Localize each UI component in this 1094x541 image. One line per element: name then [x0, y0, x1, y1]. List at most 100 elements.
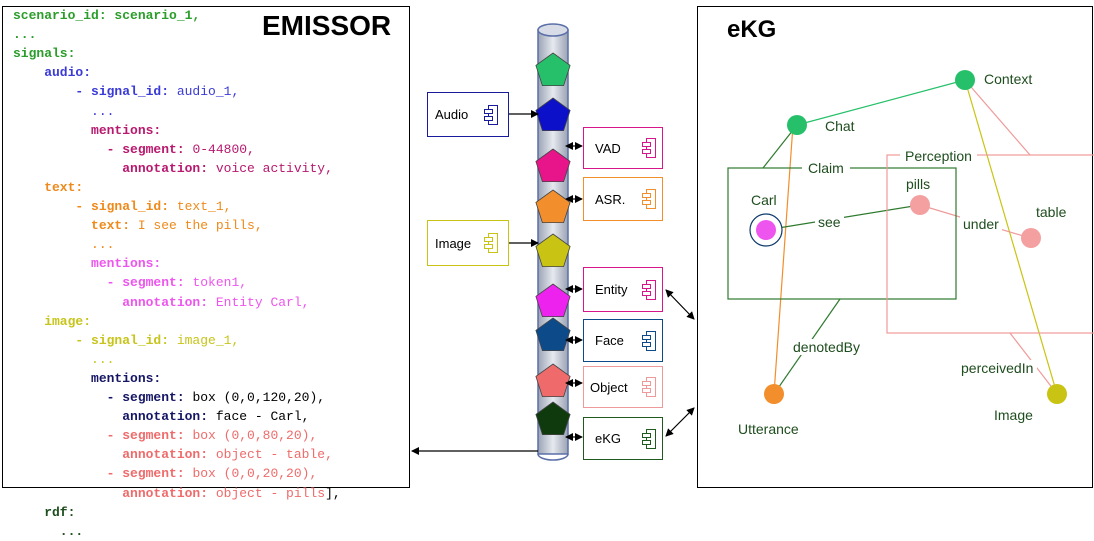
asr-label: ASR. — [595, 191, 626, 207]
code-line: annotation: Entity Carl, — [13, 293, 309, 312]
code-token: ... — [13, 237, 115, 253]
code-token: annotation: — [13, 160, 209, 176]
edge-context-image — [964, 79, 1058, 395]
code-token: box (0,0,120,20), — [184, 390, 326, 405]
code-line: text: I see the pills, — [13, 216, 263, 235]
code-line: - segment: box (0,0,120,20), — [13, 388, 325, 407]
code-token: ... — [13, 351, 115, 367]
component-icon — [642, 138, 656, 158]
code-line: annotation: object - table, — [13, 445, 333, 464]
code-token: - signal_id: — [13, 332, 170, 348]
code-token: image: — [13, 313, 92, 329]
component-icon — [642, 279, 656, 300]
code-line: signals: — [13, 44, 75, 63]
node-label-pills: pills — [906, 176, 931, 192]
component-icon — [642, 377, 656, 397]
node-image — [1047, 384, 1067, 404]
face-component: Face — [583, 319, 663, 362]
code-line: - segment: box (0,0,80,20), — [13, 426, 318, 445]
edge-label-denotedby: denotedBy — [787, 339, 866, 355]
edge-chat-context — [796, 79, 966, 126]
code-line: image: — [13, 312, 91, 331]
pipeline-pentagon — [535, 148, 571, 183]
asr-component: ASR. — [583, 177, 663, 221]
code-line: ... — [13, 102, 114, 121]
audio-input-box: Audio — [427, 92, 509, 137]
code-token: mentions: — [13, 122, 162, 138]
code-token: box (0,0,80,20), — [184, 428, 318, 444]
audio-input-label: Audio — [435, 107, 469, 122]
code-line: ... — [13, 25, 36, 44]
code-token: 0-44800, — [184, 141, 255, 157]
code-line: annotation: face - Carl, — [13, 407, 309, 426]
node-label-table: table — [1036, 204, 1067, 220]
code-token: - segment: — [13, 466, 185, 482]
perception-box — [886, 154, 1094, 334]
emissor-panel — [2, 6, 410, 488]
code-line: rdf: — [13, 503, 75, 522]
code-token: image_1, — [169, 332, 240, 348]
face-label: Face — [595, 333, 624, 348]
edge-label-under: under — [960, 216, 1002, 232]
emissor-title: EMISSOR — [262, 10, 392, 41]
code-token: text: — [13, 218, 131, 234]
code-token: - segment: — [13, 275, 185, 291]
node-label-image: Image — [994, 407, 1033, 423]
edge-carl-utterance — [773, 124, 794, 395]
code-token: ... — [13, 27, 37, 43]
code-line: - signal_id: text_1, — [13, 197, 231, 216]
vad-label: VAD — [595, 140, 621, 156]
node-label-carl: Carl — [751, 192, 777, 208]
code-token: rdf: — [13, 504, 76, 520]
object-label: Object — [590, 379, 628, 395]
ekg-component-label: eKG — [595, 431, 622, 446]
code-line: - segment: box (0,0,20,20), — [13, 464, 318, 483]
node-carl — [756, 220, 776, 240]
code-token: - signal_id: — [13, 84, 170, 100]
ekg-component: eKG — [583, 417, 663, 460]
code-token: face - Carl, — [208, 409, 310, 425]
code-token: - segment: — [13, 141, 185, 157]
code-token: I see the pills, — [130, 218, 263, 234]
pipeline-pentagon — [535, 401, 571, 436]
code-line: annotation: voice activity, — [13, 159, 333, 178]
component-icon — [484, 104, 498, 125]
node-utterance — [764, 384, 784, 404]
code-token: text: — [13, 179, 84, 195]
code-token: audio_1, — [169, 84, 240, 100]
component-icon — [484, 233, 498, 253]
code-token: annotation: — [13, 409, 209, 425]
image-input-box: Image — [427, 220, 509, 266]
pipeline-pentagons — [535, 52, 571, 436]
pipeline-pentagon — [535, 97, 571, 132]
code-line: - signal_id: audio_1, — [13, 82, 239, 101]
code-line: - segment: 0-44800, — [13, 140, 255, 159]
code-token: ... — [13, 523, 84, 539]
code-token: object - table, — [208, 447, 333, 463]
code-token: Entity Carl, — [208, 294, 310, 310]
entity-label: Entity — [595, 282, 628, 297]
node-label-context: Context — [984, 71, 1033, 87]
code-token: - signal_id: — [13, 199, 170, 214]
edge-context-perception — [964, 79, 1031, 156]
edge-label-perceivedin: perceivedIn — [957, 360, 1038, 376]
component-icon — [642, 189, 656, 209]
entity-component: Entity — [583, 267, 663, 312]
node-pills — [910, 195, 930, 215]
pipeline-pentagon — [535, 283, 571, 318]
code-line: ... — [13, 235, 114, 254]
code-token: ... — [13, 103, 115, 119]
arrow-ekg-to-ekg-panel — [665, 407, 695, 437]
diagram-stage: scenario_id: scenario_1,...signals: audi… — [2, 6, 1094, 539]
pipeline-pentagon — [535, 317, 571, 352]
code-line: mentions: — [13, 254, 161, 273]
code-token: token1, — [184, 275, 248, 291]
pipeline-pentagon — [535, 363, 571, 398]
code-token: annotation: — [13, 447, 209, 463]
node-table — [1021, 228, 1041, 248]
edge-label-see: see — [815, 214, 844, 230]
code-line: audio: — [13, 63, 91, 82]
code-token: scenario_id: scenario_1, — [13, 8, 201, 23]
object-component: Object — [583, 366, 663, 408]
diagram-svg — [411, 23, 1094, 461]
